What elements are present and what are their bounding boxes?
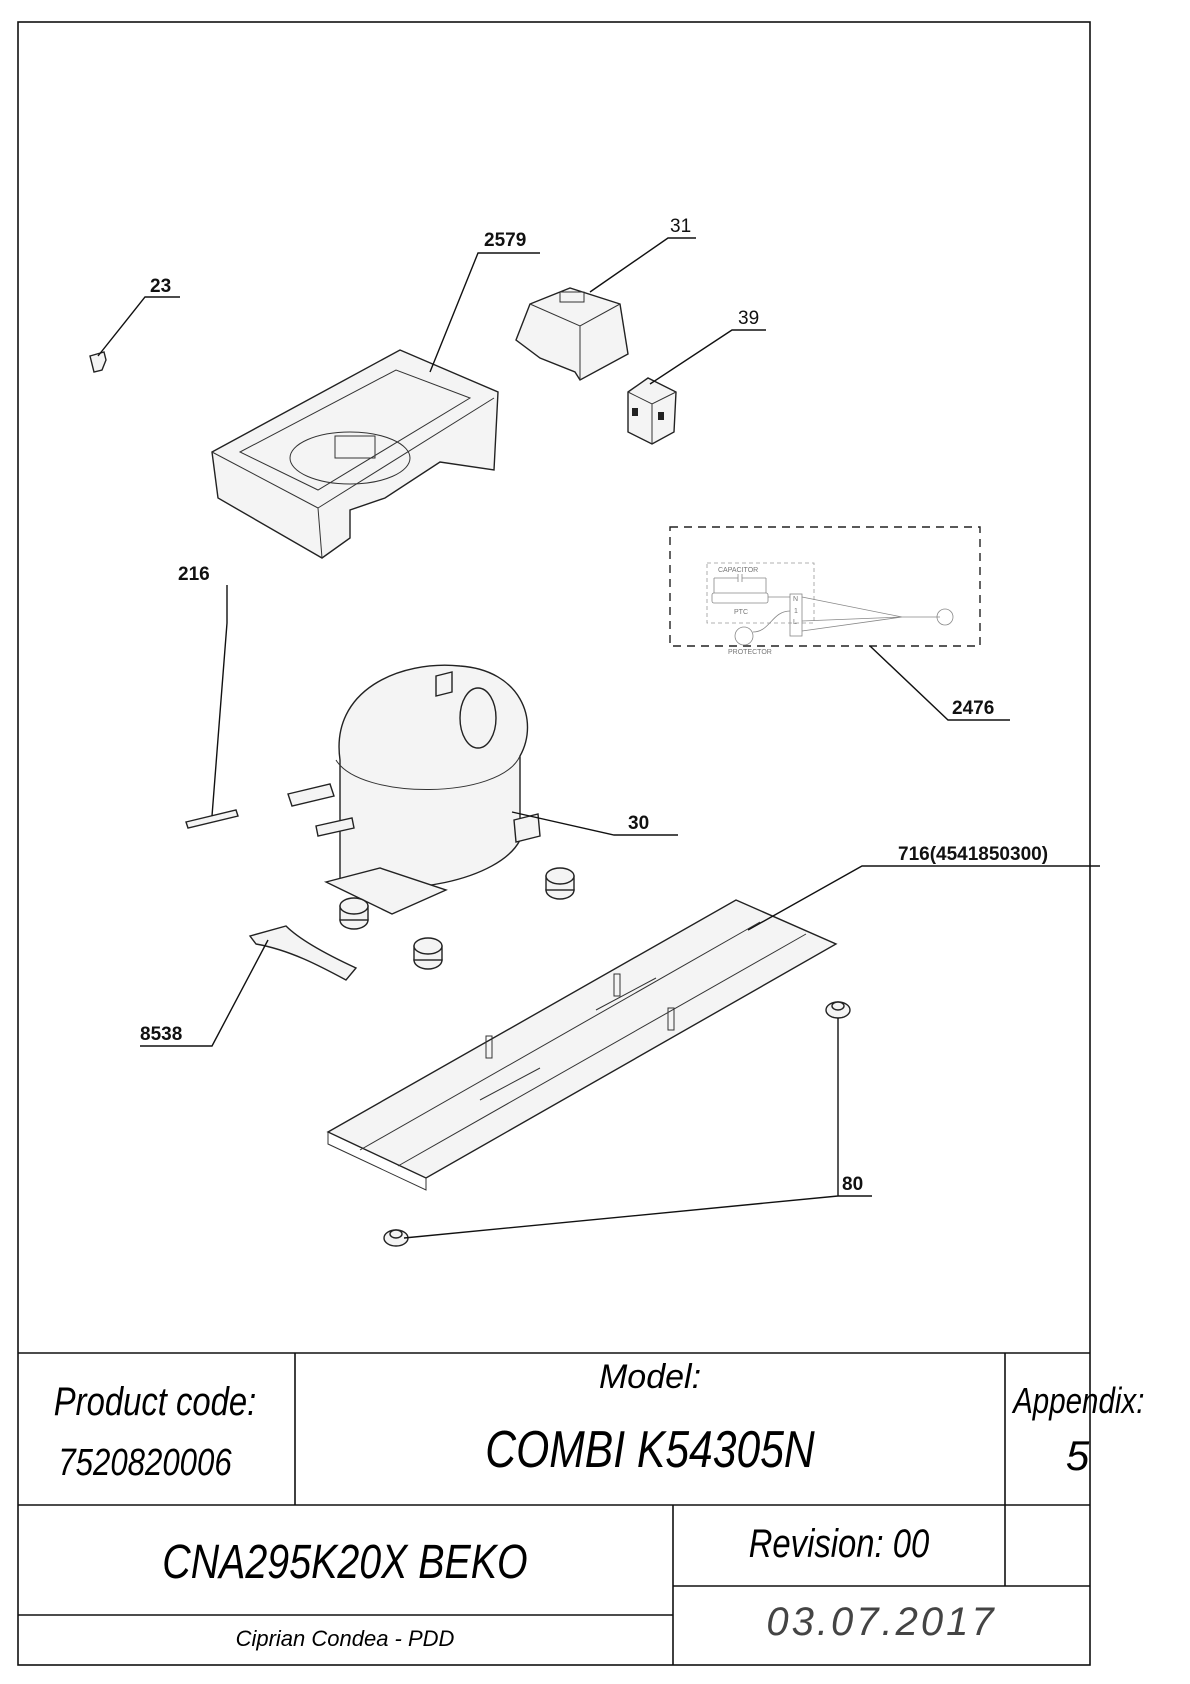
appendix-value: 5: [1065, 1432, 1090, 1479]
appendix-label: Appendix:: [1013, 1380, 1145, 1421]
callout-2476: 2476: [952, 698, 994, 719]
callout-31: 31: [670, 216, 691, 237]
compressor-model: CNA295K20X BEKO: [162, 1536, 528, 1589]
protector-label: PROTECTOR: [728, 649, 772, 656]
part-30-compressor: [287, 664, 541, 915]
model-value: COMBI K54305N: [485, 1421, 815, 1479]
callout-8538: 8538: [140, 1024, 182, 1045]
model-label: Model:: [598, 1358, 702, 1396]
part-216-tube: [185, 809, 239, 829]
leader-2476: [869, 645, 1010, 721]
part-31-relay-cover: [515, 287, 629, 381]
callout-2579: 2579: [484, 230, 526, 251]
leader-8538: [140, 939, 269, 1047]
callout-216: 216: [178, 564, 210, 585]
rubber-grommets: [339, 867, 575, 970]
leader-30: [511, 811, 678, 836]
product-code-value: 7520820006: [58, 1442, 232, 1484]
leader-716: [747, 865, 1100, 931]
drawing-frame: [17, 21, 1091, 1666]
callout-716: 716(4541850300): [898, 844, 1048, 865]
terminal-l: L: [793, 619, 797, 626]
leader-39: [649, 329, 766, 385]
part-2579-compressor-tray: [211, 349, 499, 559]
part-23-plug: [89, 351, 107, 373]
terminal-1: 1: [794, 608, 798, 615]
title-block-grid: [18, 1352, 1090, 1665]
part-2476-wiring-harness: CAPACITOR PTC N 1 L PROTECTOR: [669, 526, 981, 656]
ptc-label: PTC: [734, 609, 748, 616]
part-39-starter-relay: [627, 377, 677, 445]
terminal-n: N: [793, 596, 798, 603]
leader-23: [97, 296, 180, 357]
callout-80: 80: [842, 1174, 863, 1195]
leader-216: [211, 585, 228, 817]
revision: Revision: 00: [748, 1522, 930, 1566]
callout-30: 30: [628, 813, 649, 834]
part-8538-clip-plate: [248, 925, 358, 981]
author: Ciprian Condea - PDD: [235, 1626, 455, 1651]
leader-31: [589, 237, 696, 293]
date: 03.07.2017: [766, 1600, 997, 1644]
leader-80: [403, 1018, 872, 1239]
callout-39: 39: [738, 308, 759, 329]
capacitor-label: CAPACITOR: [718, 567, 758, 574]
product-code-label: Product code:: [53, 1380, 257, 1424]
part-716-base-rails: [326, 899, 838, 1191]
callout-23: 23: [150, 276, 171, 297]
leader-2579: [429, 252, 540, 373]
